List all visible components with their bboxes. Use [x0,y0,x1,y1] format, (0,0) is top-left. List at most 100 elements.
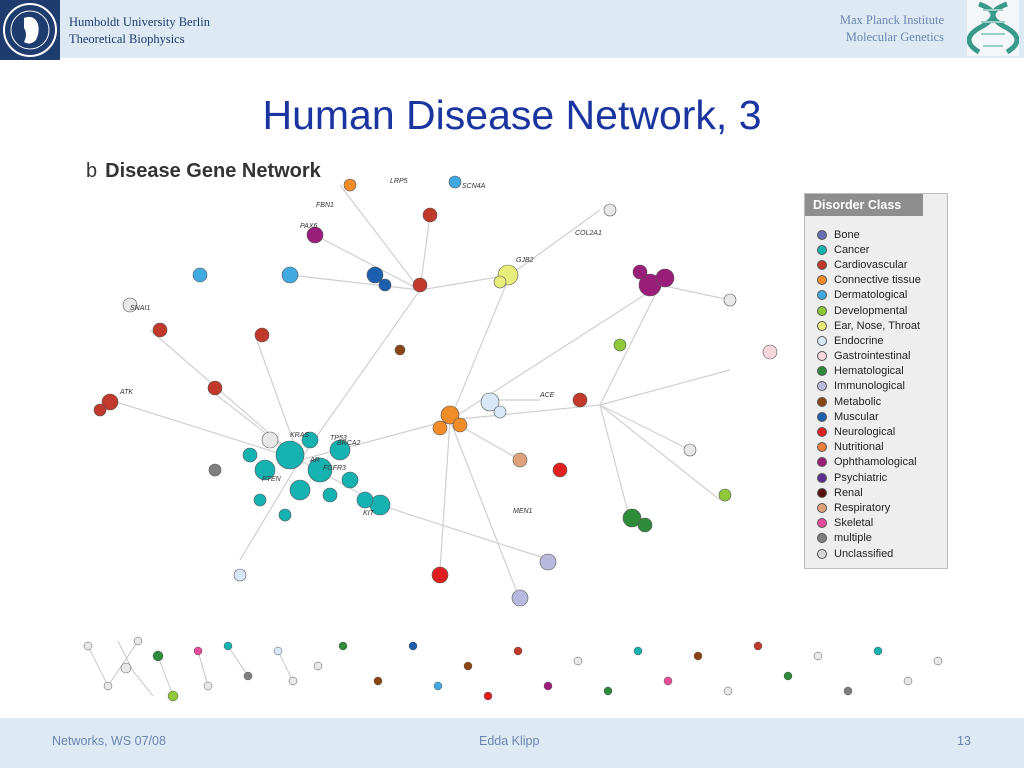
legend-label: multiple [834,532,872,545]
legend-item: Hematological [817,364,921,379]
institute-line-2: Molecular Genetics [845,30,944,44]
gene-node-label: KRAS [290,432,309,439]
legend-swatch-icon [817,305,827,316]
legend-label: Bone [834,228,860,241]
legend-swatch-icon [817,259,827,270]
legend-swatch-icon [817,396,827,407]
legend-swatch-icon [817,548,827,559]
gene-node-label: ATK [119,389,133,396]
network-edges [109,184,731,601]
legend-label: Connective tissue [834,274,921,287]
legend-label: Dermatological [834,289,908,302]
legend-label: Hematological [834,365,904,378]
gene-node-label: ACE [539,392,555,399]
legend-label: Developmental [834,304,908,317]
header-bar [0,0,1024,58]
legend-label: Endocrine [834,334,884,347]
legend-label: Skeletal [834,517,874,530]
legend-swatch-icon [817,487,827,498]
legend-swatch-icon [817,275,827,286]
legend-item: Unclassified [817,546,921,561]
legend-swatch-icon [817,518,827,529]
legend-swatch-icon [817,442,827,453]
legend-item: Gastrointestinal [817,349,921,364]
legend-item: Psychiatric [817,470,921,485]
legend-swatch-icon [817,366,827,377]
footer-author: Edda Klipp [479,734,540,748]
institute-name: Max Planck Institute Molecular Genetics [840,12,944,46]
legend-item: Metabolic [817,394,921,409]
gene-node-label: BRCA2 [337,440,360,447]
footer-course: Networks, WS 07/08 [52,734,166,748]
legend-item: Skeletal [817,516,921,531]
slide-title: Human Disease Network, 3 [262,92,762,138]
legend-item: Developmental [817,303,921,318]
legend-label: Nutritional [834,441,884,454]
institute-line-1: Max Planck Institute [839,13,944,27]
legend-title: Disorder Class [805,194,923,216]
figure-panel-label: b Disease Gene Network [86,160,321,183]
gene-node-label: SCN4A [462,183,486,190]
legend-item: Ear, Nose, Throat [817,318,921,333]
legend-label: Muscular [834,410,879,423]
humboldt-university-seal-icon [0,0,60,60]
legend-label: Cancer [834,243,870,256]
panel-letter: b [86,160,98,182]
legend-label: Metabolic [834,395,882,408]
panel-title: Disease Gene Network [105,160,321,182]
legend-label: Immunological [834,380,905,393]
gene-node-label: SNAI1 [130,305,150,312]
legend-swatch-icon [817,533,827,544]
legend-item: Muscular [817,409,921,424]
legend-swatch-icon [817,472,827,483]
legend-swatch-icon [817,502,827,513]
legend-item: Neurological [817,424,921,439]
legend-label: Ophthamological [834,456,917,469]
gene-node-label: MEN1 [513,508,533,515]
small-disease-clusters [83,636,943,702]
legend-label: Cardiovascular [834,258,908,271]
legend-item: Nutritional [817,440,921,455]
university-line-1: Humboldt University Berlin [69,15,210,29]
legend-item: Dermatological [817,288,921,303]
university-line-2: Theoretical Biophysics [69,32,185,46]
legend-swatch-icon [817,351,827,362]
legend-label: Unclassified [834,547,894,560]
legend-swatch-icon [817,457,827,468]
legend-item: Bone [817,227,921,242]
legend-item: Cancer [817,242,921,257]
legend-item: Endocrine [817,333,921,348]
legend-item: multiple [817,531,921,546]
legend-swatch-icon [817,229,827,240]
legend-label: Psychiatric [834,471,888,484]
legend-swatch-icon [817,427,827,438]
legend-swatch-icon [817,244,827,255]
gene-node-label: KIT [363,510,375,517]
legend-label: Ear, Nose, Throat [834,319,921,332]
university-name: Humboldt University Berlin Theoretical B… [69,14,210,48]
legend-label: Renal [834,486,863,499]
gene-node-label: TP53 [330,435,347,442]
legend-swatch-icon [817,335,827,346]
gene-node-label: PAX6 [300,223,317,230]
legend-swatch-icon [817,411,827,422]
footer-bar: Networks, WS 07/08 Edda Klipp 13 [0,718,1024,768]
gene-node-label: PTEN [262,476,282,483]
max-planck-dna-logo-icon [966,0,1020,56]
legend-item: Renal [817,485,921,500]
network-nodes [93,175,778,607]
legend-swatch-icon [817,381,827,392]
legend-swatch-icon [817,290,827,301]
gene-node-label: FGFR3 [323,465,346,472]
legend-item: Immunological [817,379,921,394]
legend-label: Neurological [834,426,896,439]
gene-node-label: AR [309,457,320,464]
disease-gene-network-graph: LRP5SCN4AFBN1PAX6COL2A1GJB2SNAI1ATKARTP5… [93,175,778,607]
legend-item: Respiratory [817,500,921,515]
legend-label: Gastrointestinal [834,350,911,363]
legend-swatch-icon [817,320,827,331]
gene-node-label: GJB2 [516,257,534,264]
gene-node-label: COL2A1 [575,230,602,237]
